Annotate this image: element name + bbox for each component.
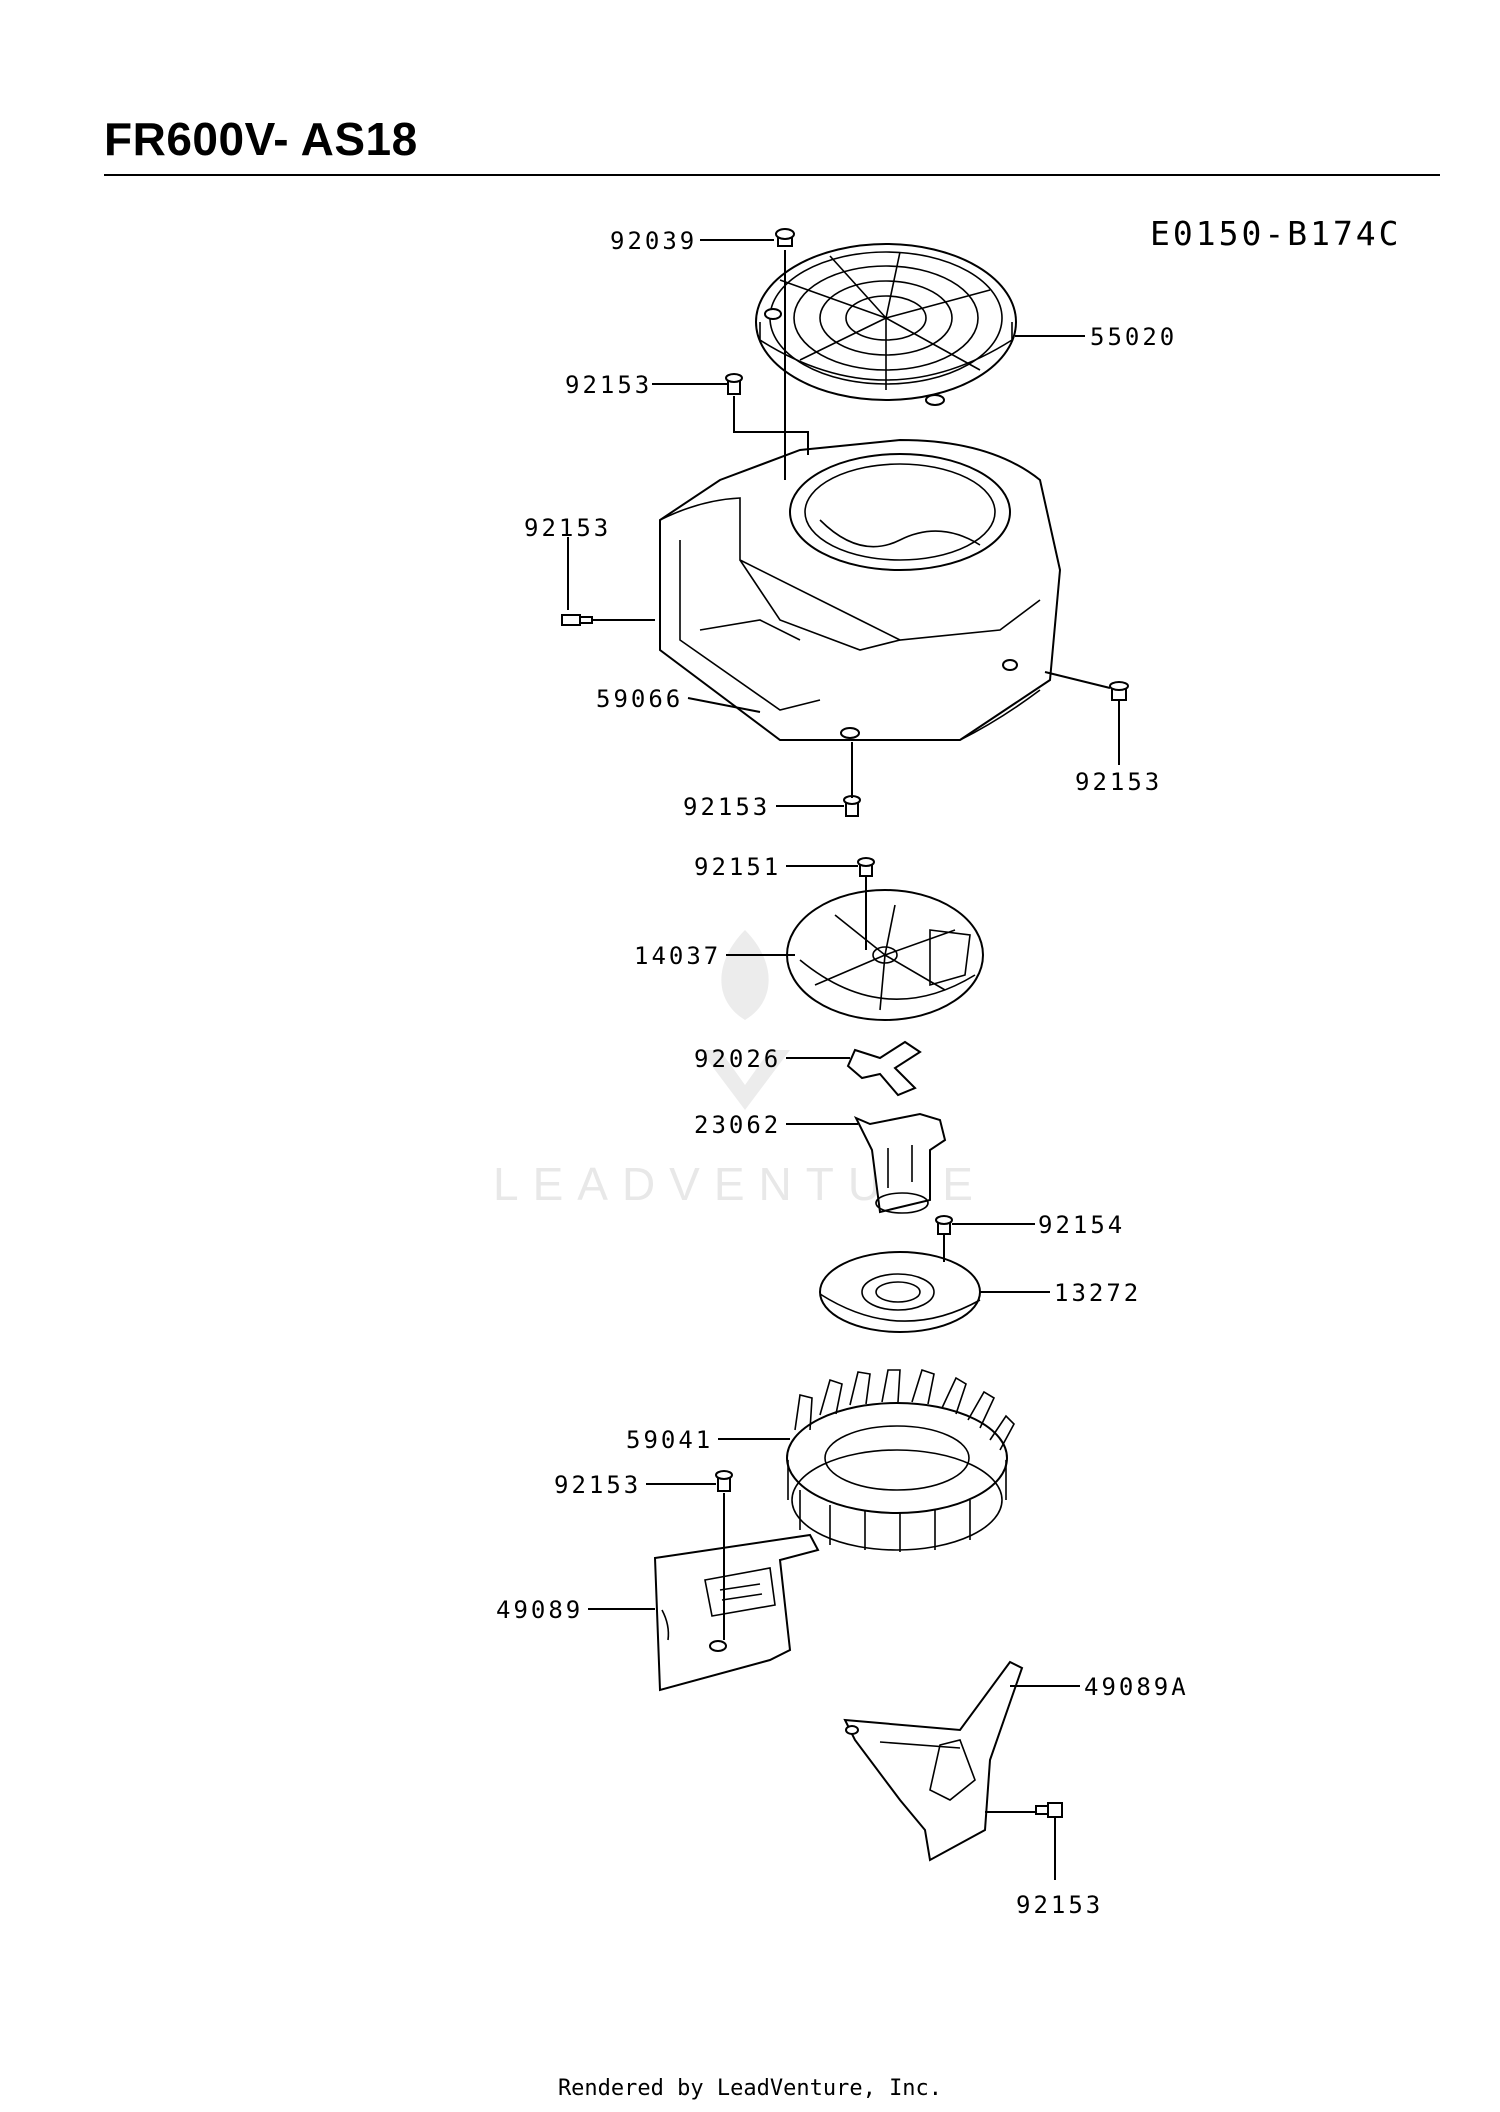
part-59066-blower-housing[interactable]	[659, 438, 1062, 741]
leader-lines	[567, 239, 1120, 1880]
callout-49089A[interactable]: 49089A	[1084, 1673, 1189, 1701]
callout-49089[interactable]: 49089	[496, 1596, 583, 1624]
callout-13272[interactable]: 13272	[1054, 1279, 1141, 1307]
bolt-92154[interactable]	[935, 1215, 953, 1235]
part-59041-cooling-fan[interactable]	[786, 1368, 1015, 1552]
bolt-92153-bottom[interactable]	[843, 795, 861, 817]
watermark-flame-icon	[721, 930, 769, 1020]
bolt-92039[interactable]	[775, 228, 795, 247]
callout-92153-left[interactable]: 92153	[524, 514, 611, 542]
callout-23062[interactable]: 23062	[694, 1111, 781, 1139]
title-divider	[104, 174, 1440, 176]
callout-92154[interactable]: 92154	[1038, 1211, 1125, 1239]
part-55020-screen[interactable]	[755, 243, 1017, 406]
footer-credit: Rendered by LeadVenture, Inc.	[557, 2076, 943, 2101]
bolt-92153-fan[interactable]	[715, 1470, 733, 1492]
part-13272-pulley-plate[interactable]	[819, 1251, 981, 1333]
bolt-92153-right[interactable]	[1109, 681, 1129, 701]
callout-14037[interactable]: 14037	[634, 942, 721, 970]
diagram-code: E0150-B174C	[1150, 214, 1402, 253]
page-title: FR600V- AS18	[104, 113, 418, 165]
part-49089-baffle[interactable]	[653, 1533, 820, 1692]
callout-92039[interactable]: 92039	[610, 227, 697, 255]
part-49089A-baffle[interactable]	[843, 1660, 1024, 1862]
bolt-92153-left[interactable]	[561, 614, 593, 626]
callout-55020[interactable]: 55020	[1090, 323, 1177, 351]
part-14037-flywheel-screen[interactable]	[786, 889, 984, 1021]
callout-59066[interactable]: 59066	[596, 685, 683, 713]
bolt-92153-lower[interactable]	[1035, 1802, 1063, 1818]
callout-92026[interactable]: 92026	[694, 1045, 781, 1073]
callout-92153-upper[interactable]: 92153	[565, 371, 652, 399]
callout-92153-lower[interactable]: 92153	[1016, 1891, 1103, 1919]
callout-92151[interactable]: 92151	[694, 853, 781, 881]
callout-92153-right[interactable]: 92153	[1075, 768, 1162, 796]
bolt-92153-upper[interactable]	[725, 373, 743, 395]
bolt-92151[interactable]	[857, 857, 875, 877]
callout-59041[interactable]: 59041	[626, 1426, 713, 1454]
callout-92153-bottom[interactable]: 92153	[683, 793, 770, 821]
part-92026-plate[interactable]	[846, 1040, 922, 1097]
callout-labels: 92039 55020 92153 92153 59066 92153 9215…	[496, 227, 1189, 1919]
part-23062-drive-cup[interactable]	[853, 1112, 947, 1214]
watermark-v-icon	[700, 1050, 790, 1110]
callout-92153-fan[interactable]: 92153	[554, 1471, 641, 1499]
